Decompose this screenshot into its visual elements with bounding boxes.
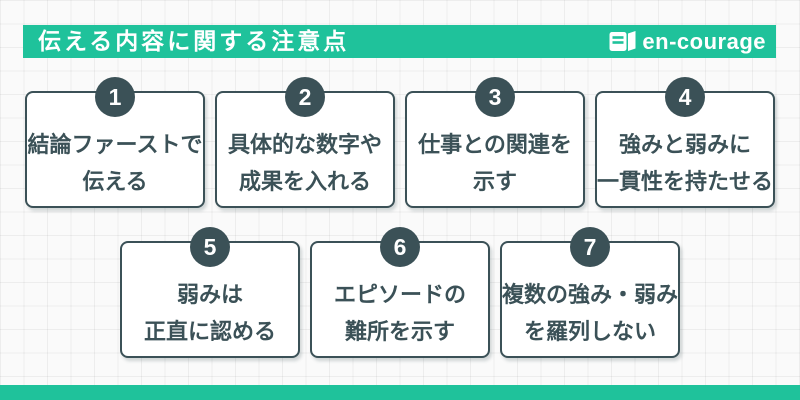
card-text-line: 難所を示す [344, 318, 455, 344]
card-number-badge-1: 1 [95, 77, 135, 117]
card-number: 7 [583, 233, 597, 260]
logo-text: en-courage [642, 28, 766, 54]
card-row-top: 1 結論ファーストで 伝える 2 具体的な数字や 成果を入れる 3 仕事との関連… [0, 77, 800, 208]
note-card-3: 3 仕事との関連を 示す [405, 77, 585, 208]
card-body-4: 強みと弱みに 一貫性を持たせる [595, 91, 775, 208]
card-number: 6 [393, 233, 407, 260]
card-text-line: を羅列しない [523, 318, 656, 344]
card-text-line: 具体的な数字や [227, 131, 382, 157]
footer-accent-bar [0, 385, 800, 400]
card-text-line: 弱みは [176, 281, 243, 307]
card-number-badge-7: 7 [570, 227, 610, 267]
card-text-line: エピソードの [333, 281, 466, 307]
card-number-badge-4: 4 [665, 77, 705, 117]
card-text-line: 仕事との関連を [418, 131, 572, 157]
note-card-4: 4 強みと弱みに 一貫性を持たせる [595, 77, 775, 208]
book-icon [609, 30, 636, 53]
card-body-5: 弱みは 正直に認める [120, 241, 300, 358]
card-text-line: 正直に認める [143, 318, 276, 344]
card-number: 4 [678, 83, 692, 110]
header-bar: 伝える内容に関する注意点 en-courage [23, 25, 776, 58]
card-body-1: 結論ファーストで 伝える [25, 91, 205, 208]
card-number-badge-5: 5 [190, 227, 230, 267]
card-number: 5 [203, 233, 217, 260]
card-text-line: 強みと弱みに [618, 131, 751, 157]
card-number-badge-6: 6 [380, 227, 420, 267]
card-text-line: 成果を入れる [238, 168, 371, 194]
note-card-5: 5 弱みは 正直に認める [120, 227, 300, 358]
card-number: 1 [108, 83, 122, 110]
note-card-2: 2 具体的な数字や 成果を入れる [215, 77, 395, 208]
card-text-line: 示す [472, 168, 517, 194]
note-card-7: 7 複数の強み・弱み を羅列しない [500, 227, 680, 358]
card-text-line: 一貫性を持たせる [597, 168, 774, 194]
card-text-line: 伝える [82, 168, 148, 194]
card-number: 3 [488, 83, 502, 110]
card-number: 2 [298, 83, 312, 110]
card-number-badge-3: 3 [475, 77, 515, 117]
note-card-6: 6 エピソードの 難所を示す [310, 227, 490, 358]
en-courage-logo: en-courage [609, 29, 766, 55]
card-row-bottom: 5 弱みは 正直に認める 6 エピソードの 難所を示す 7 複数の強み・弱み を… [0, 227, 800, 358]
card-text-line: 結論ファーストで [27, 131, 203, 157]
page-title: 伝える内容に関する注意点 [38, 28, 350, 54]
card-text-line: 複数の強み・弱み [502, 281, 679, 307]
note-card-1: 1 結論ファーストで 伝える [25, 77, 205, 208]
card-number-badge-2: 2 [285, 77, 325, 117]
